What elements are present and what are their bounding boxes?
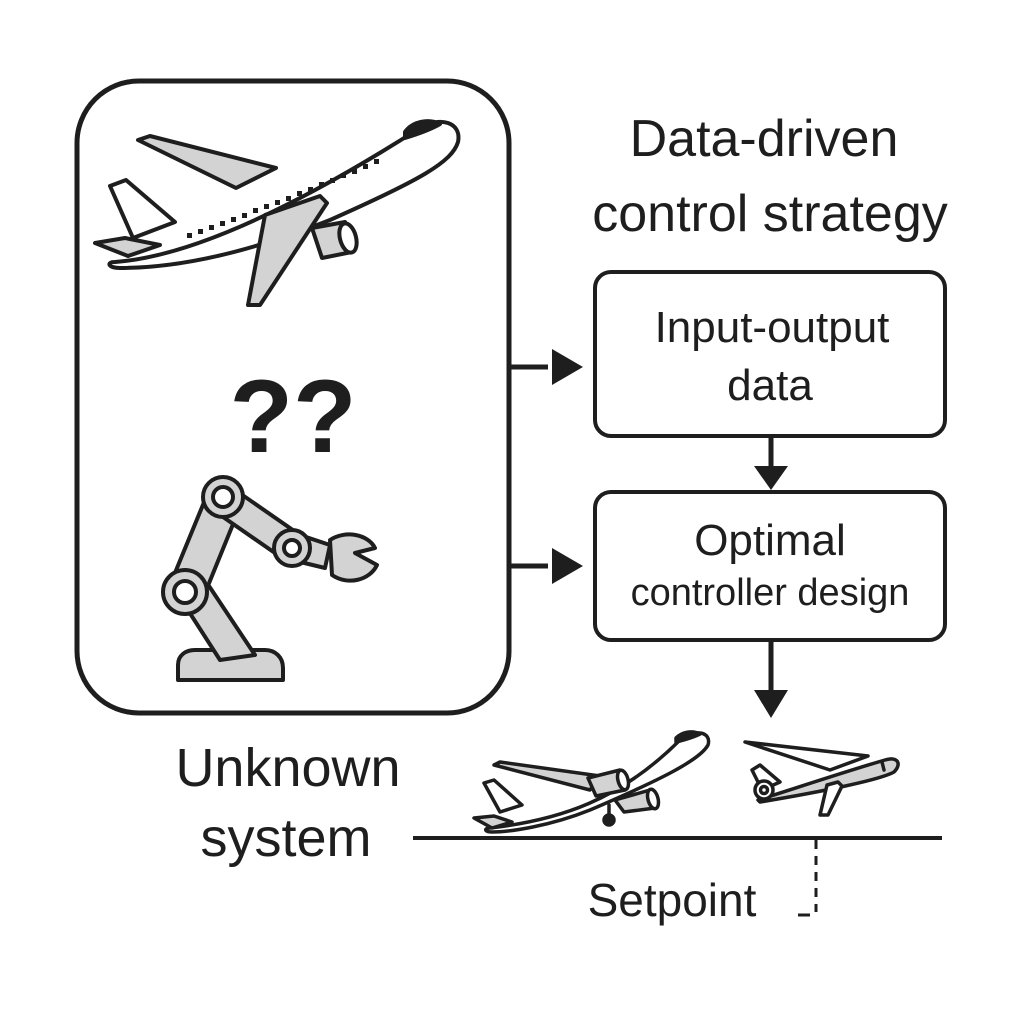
unknown-label-line2: system [200,808,371,868]
unknown-label-line1: Unknown [175,738,400,798]
setpoint-label: Setpoint [588,874,757,926]
io-block-line1: Input-output [655,303,890,352]
airplane-takeoff-icon [472,730,711,834]
arrows [509,349,788,718]
controller-block-line1: Optimal [694,516,846,565]
input-output-data-block [593,270,947,438]
airplane-unstable-icon [743,740,900,817]
title-line1: Data-driven [630,110,899,168]
arrowhead-io-data [552,349,583,385]
title-line2: control strategy [592,185,948,243]
arrowhead-io-to-controller [754,466,788,490]
arrowhead-controller [552,548,583,584]
arrowhead-controller-to-output [754,690,788,718]
controller-block-line2: controller design [631,572,910,614]
io-block-line2: data [727,361,813,410]
robot-arm-icon [161,475,379,682]
controller-design-block [593,490,947,642]
question-marks: ?? [229,359,356,475]
airplane-icon [93,119,461,307]
